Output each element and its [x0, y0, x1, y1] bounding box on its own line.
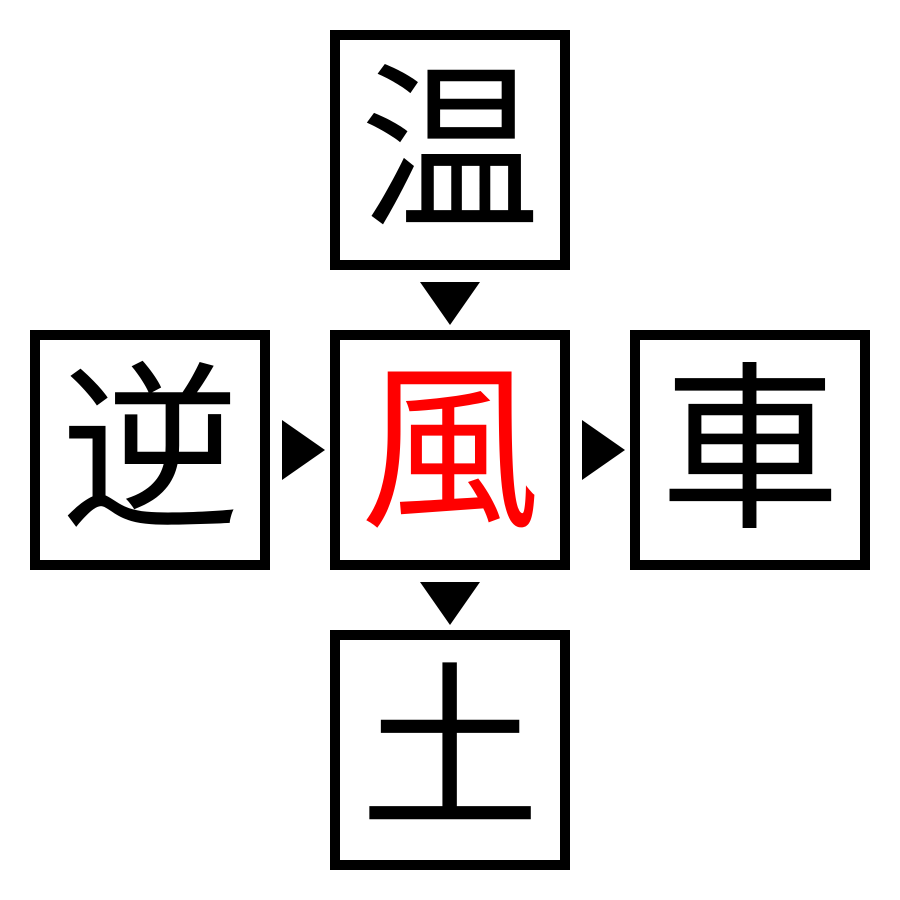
- arrow-right-icon: [282, 420, 325, 480]
- cell-bottom-char: 土: [359, 647, 540, 856]
- cell-top: 温: [330, 30, 570, 270]
- cell-center: 風: [330, 330, 570, 570]
- cell-right: 車: [630, 330, 870, 570]
- cell-top-char: 温: [359, 47, 540, 256]
- arrow-down-icon: [420, 582, 480, 625]
- arrow-down-icon: [420, 282, 480, 325]
- cell-left-char: 逆: [59, 347, 240, 556]
- cell-right-char: 車: [659, 347, 840, 556]
- cell-bottom: 土: [330, 630, 570, 870]
- arrow-right-icon: [582, 420, 625, 480]
- cell-center-char: 風: [359, 347, 540, 556]
- cell-left: 逆: [30, 330, 270, 570]
